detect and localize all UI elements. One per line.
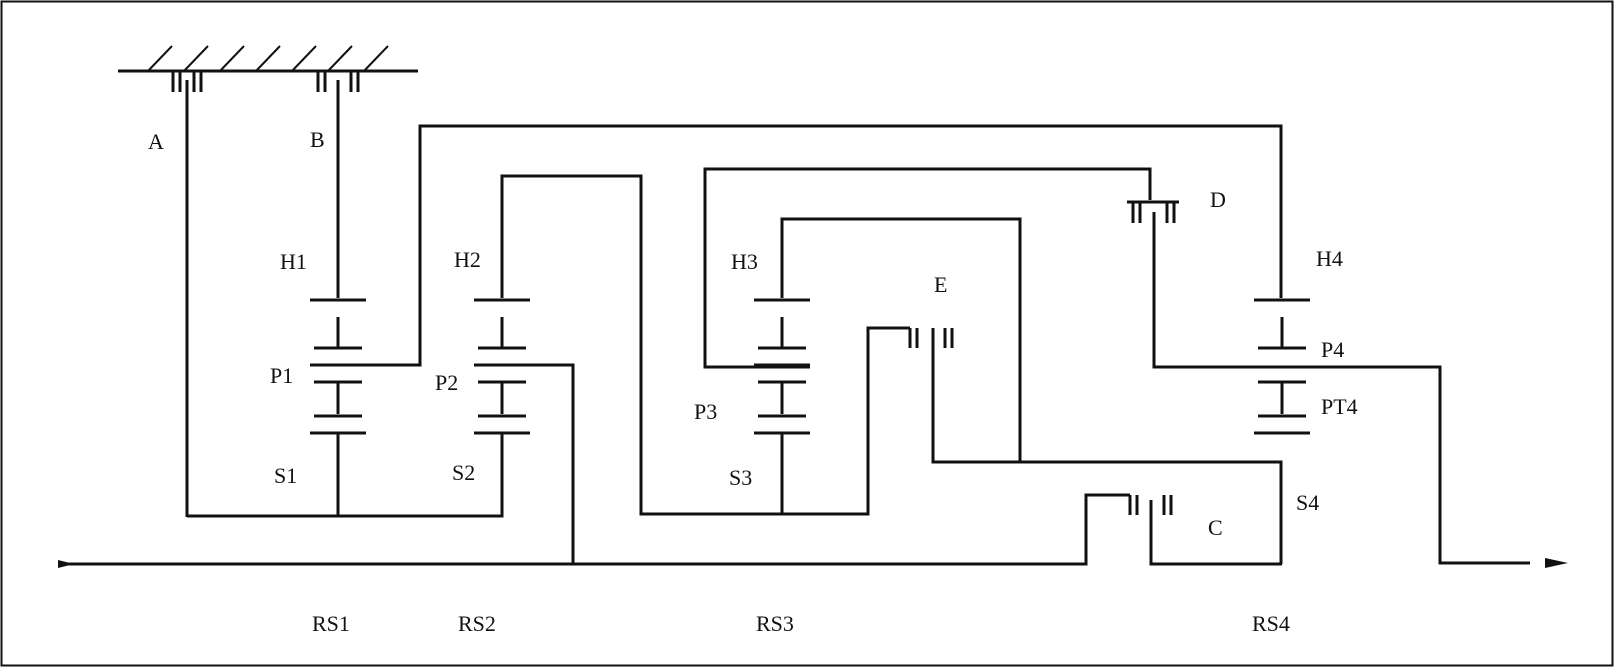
label-s3: S3 <box>729 465 752 490</box>
label-p2: P2 <box>435 370 458 395</box>
planetary-set-4 <box>1254 298 1310 435</box>
label-b: B <box>310 127 325 152</box>
planetary-set-2 <box>474 298 530 435</box>
connection-p1-ring-to-h4 <box>366 124 1283 367</box>
label-p1: P1 <box>270 363 293 388</box>
connection-p2-ring-to-shaft <box>530 363 575 564</box>
label-rs3: RS3 <box>756 611 794 636</box>
label-d: D <box>1210 187 1226 212</box>
label-s2: S2 <box>452 460 475 485</box>
label-rs1: RS1 <box>312 611 350 636</box>
label-h4: H4 <box>1316 246 1343 271</box>
input-shaft <box>58 560 573 568</box>
label-e: E <box>934 272 947 297</box>
connection-d-to-p4-output <box>1152 212 1530 565</box>
label-c: C <box>1208 515 1223 540</box>
brake-b <box>316 72 360 298</box>
label-a: A <box>148 129 164 154</box>
label-rs4: RS4 <box>1252 611 1290 636</box>
planetary-set-1 <box>310 298 366 517</box>
label-s1: S1 <box>274 463 297 488</box>
label-h2: H2 <box>454 247 481 272</box>
label-pt4: PT4 <box>1321 394 1358 419</box>
planetary-set-3 <box>754 298 810 513</box>
label-h1: H1 <box>280 249 307 274</box>
input-arrow-icon <box>58 560 74 568</box>
label-rs2: RS2 <box>458 611 496 636</box>
output-arrow-icon <box>1545 558 1568 568</box>
housing-ground <box>118 45 418 73</box>
label-p4: P4 <box>1321 337 1344 362</box>
connection-h3-to-s4 <box>780 217 1283 564</box>
clutch-d <box>1127 200 1179 223</box>
clutch-e <box>908 328 954 348</box>
connection-a-s1-s2 <box>187 434 504 518</box>
connection-h2-to-s3 <box>500 174 910 516</box>
brake-a <box>171 72 203 517</box>
label-p3: P3 <box>694 399 717 424</box>
clutch-c <box>563 493 1282 566</box>
label-s4: S4 <box>1296 490 1319 515</box>
connection-p3-ring-to-d <box>703 167 1152 369</box>
label-h3: H3 <box>731 249 758 274</box>
